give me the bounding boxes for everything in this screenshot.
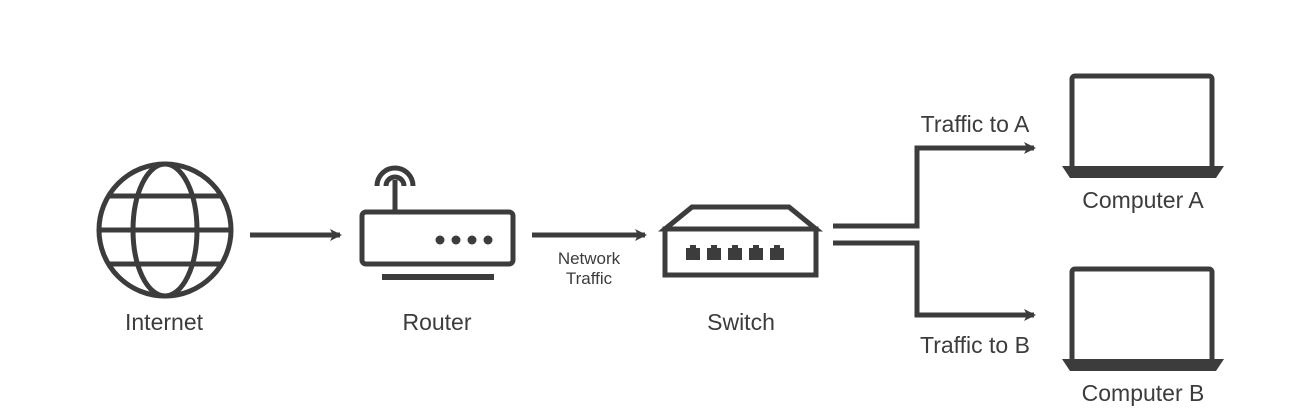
laptop-icon xyxy=(1062,266,1224,371)
switch-to-computer-b-arrow xyxy=(833,240,1036,321)
network-switch-icon xyxy=(657,204,824,278)
network-traffic-label-line1: Network xyxy=(558,249,621,268)
switch-to-computer-a-arrow xyxy=(833,142,1036,229)
router-label: Router xyxy=(402,309,471,335)
traffic-to-b-label: Traffic to B xyxy=(920,332,1030,358)
computer-a-label: Computer A xyxy=(1082,187,1204,213)
network-traffic-label-line2: Traffic xyxy=(566,269,613,288)
laptop-icon xyxy=(1062,73,1224,178)
switch-label: Switch xyxy=(707,309,775,335)
globe-icon xyxy=(96,161,234,299)
internet-label: Internet xyxy=(125,309,204,335)
traffic-to-a-label: Traffic to A xyxy=(921,111,1030,137)
router-icon xyxy=(359,165,516,280)
computer-b-label: Computer B xyxy=(1082,380,1205,406)
